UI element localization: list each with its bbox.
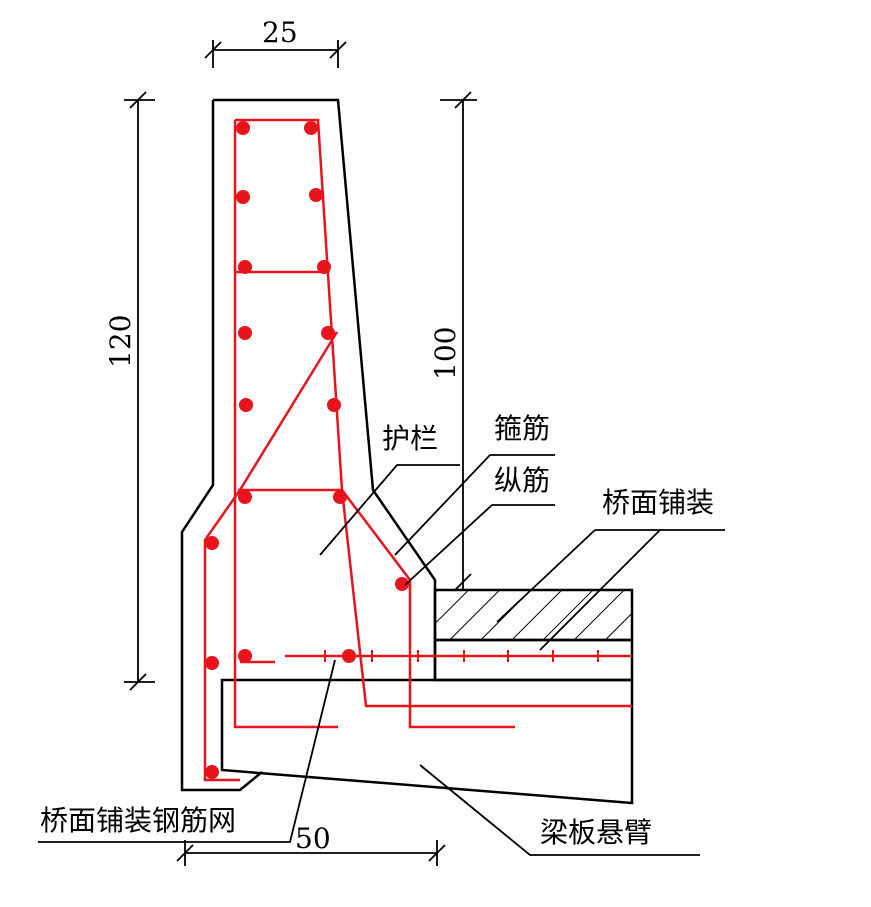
cantilever-slab [220,678,634,805]
svg-text:纵筋: 纵筋 [494,464,550,497]
rebar [203,118,632,782]
barrier-outline [213,98,437,680]
dim-50: 50 [295,822,331,855]
label-longitudinal-bar: 纵筋 [404,464,555,586]
label-barrier: 护栏 [319,422,460,556]
dimension-base-width: 50 [176,822,446,866]
svg-text:箍筋: 箍筋 [494,412,550,445]
svg-text:桥面铺装钢筋网: 桥面铺装钢筋网 [40,804,236,837]
dimension-total-height: 120 [104,91,155,691]
svg-text:护栏: 护栏 [382,422,438,455]
dim-120: 120 [104,315,137,368]
svg-text:梁板悬臂: 梁板悬臂 [540,816,652,849]
label-cantilever: 梁板悬臂 [419,764,700,856]
dimension-height-above-deck: 100 [429,91,477,591]
deck-pavement-lower [433,638,634,682]
dim-25: 25 [262,16,298,49]
label-pavement-mesh: 桥面铺装钢筋网 [38,659,336,843]
label-deck-pavement: 桥面铺装 [496,486,725,651]
label-stirrup: 箍筋 [394,412,555,556]
dimension-top-width: 25 [204,16,347,68]
barrier-outline-left [180,100,263,792]
svg-text:桥面铺装: 桥面铺装 [602,486,714,519]
dim-100: 100 [429,327,462,380]
deck-pavement-hatched [433,588,634,642]
